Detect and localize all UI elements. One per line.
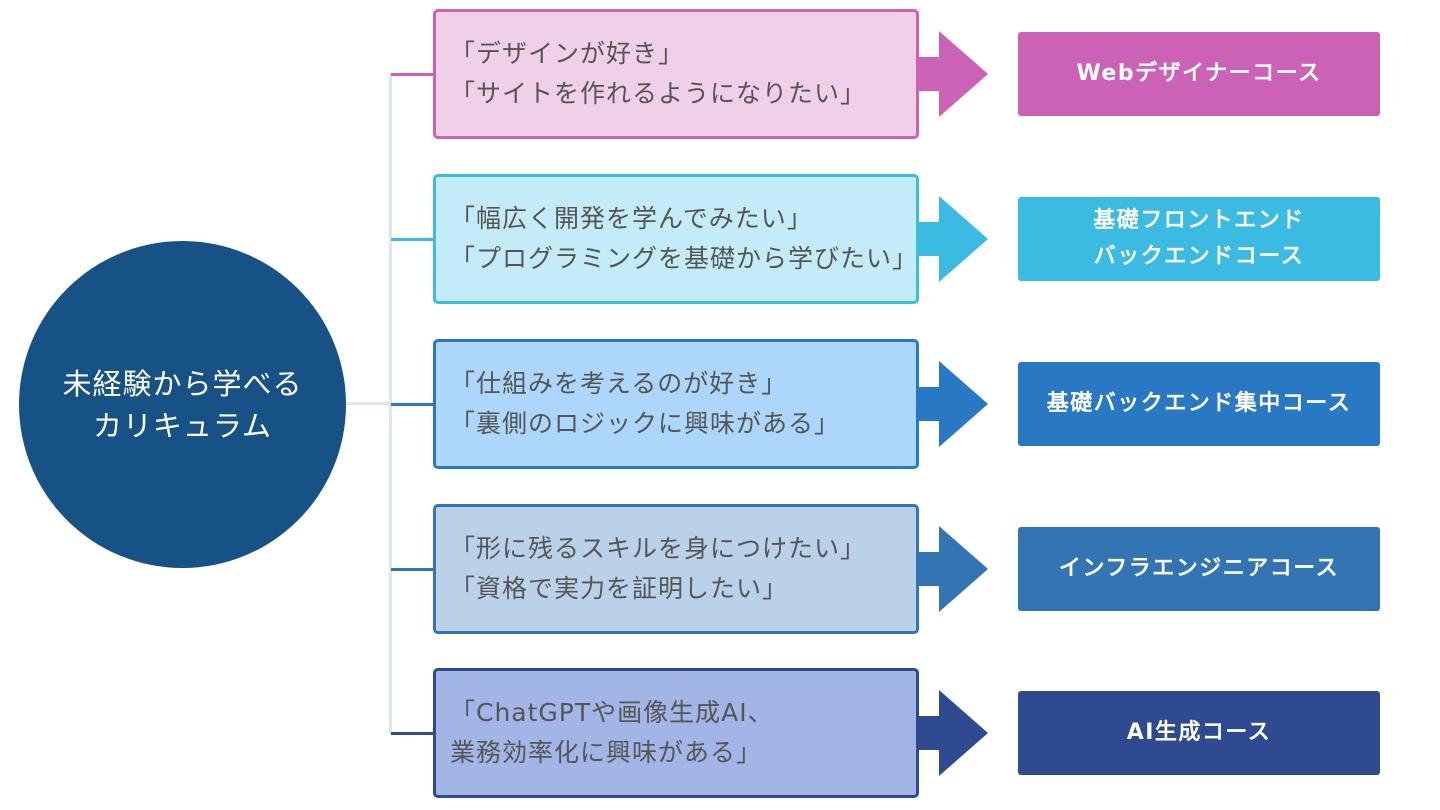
arrow-right-icon <box>918 31 988 117</box>
motivation-box: 「ChatGPTや画像生成AI、 業務効率化に興味がある」 <box>433 668 919 798</box>
course-name: AI生成コース <box>1126 720 1272 745</box>
arrow-shape <box>918 526 988 612</box>
arrow-right-icon <box>918 690 988 776</box>
motivation-box: 「幅広く開発を学んでみたい」「プログラミングを基礎から学びたい」 <box>433 174 919 304</box>
motivation-box: 「形に残るスキルを身につけたい」「資格で実力を証明したい」 <box>433 504 919 634</box>
motivation-box: 「仕組みを考えるのが好き」「裏側のロジックに興味がある」 <box>433 339 919 469</box>
motivation-box: 「デザインが好き」「サイトを作れるようになりたい」 <box>433 9 919 139</box>
arrow-shape <box>918 196 988 282</box>
course-label[interactable]: Webデザイナーコース <box>1018 32 1380 116</box>
trunk-connector <box>389 73 392 734</box>
motivation-text: 業務効率化に興味がある」 <box>450 738 763 767</box>
motivation-text: 「仕組みを考えるのが好き」 <box>450 369 788 398</box>
motivation-text: 「プログラミングを基礎から学びたい」 <box>450 244 919 273</box>
motivation-text: 「デザインが好き」 <box>450 39 685 68</box>
course-name: 基礎フロントエンド <box>1093 208 1305 233</box>
motivation-text: 「形に残るスキルを身につけたい」 <box>450 534 867 563</box>
branch-connector <box>391 568 435 571</box>
course-name: Webデザイナーコース <box>1076 61 1322 86</box>
hub-title-line-1: 未経験から学べる <box>62 366 303 401</box>
branch-connector <box>391 403 435 406</box>
course-label[interactable]: AI生成コース <box>1018 691 1380 775</box>
branch-connector <box>391 73 435 76</box>
course-label[interactable]: インフラエンジニアコース <box>1018 527 1380 611</box>
motivation-text: 「資格で実力を証明したい」 <box>450 574 789 603</box>
arrow-shape <box>918 690 988 776</box>
motivation-text: 「ChatGPTや画像生成AI、 <box>450 698 774 727</box>
motivation-text: 「サイトを作れるようになりたい」 <box>450 79 867 108</box>
branch-connector <box>391 238 435 241</box>
course-name: 基礎バックエンド集中コース <box>1046 391 1352 416</box>
curriculum-hub: 未経験から学べる カリキュラム <box>19 241 346 568</box>
hub-connector <box>346 402 391 405</box>
arrow-shape <box>918 31 988 117</box>
arrow-right-icon <box>918 526 988 612</box>
course-name: インフラエンジニアコース <box>1058 556 1340 581</box>
motivation-text: 「裏側のロジックに興味がある」 <box>450 409 841 438</box>
motivation-text: 「幅広く開発を学んでみたい」 <box>450 204 813 233</box>
course-label[interactable]: 基礎バックエンド集中コース <box>1018 362 1380 446</box>
arrow-right-icon <box>918 361 988 447</box>
arrow-right-icon <box>918 196 988 282</box>
hub-title-line-2: カリキュラム <box>92 408 273 443</box>
arrow-shape <box>918 361 988 447</box>
course-label[interactable]: 基礎フロントエンドバックエンドコース <box>1018 197 1380 281</box>
course-name: バックエンドコース <box>1093 244 1305 269</box>
branch-connector <box>391 732 435 735</box>
